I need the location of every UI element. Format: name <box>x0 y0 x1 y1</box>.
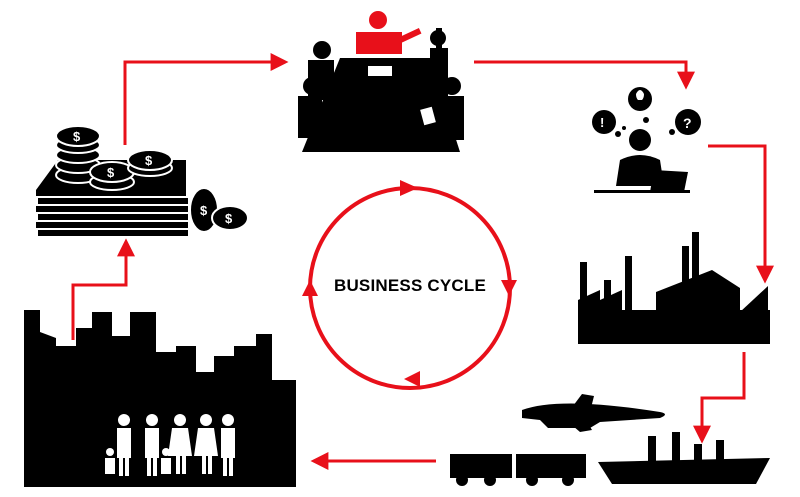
arrow-idea-to-factory <box>708 144 774 284</box>
meeting-icon <box>298 11 464 152</box>
cycle-arrowhead-right <box>501 280 517 296</box>
dollar-sign-icon: $ <box>225 211 233 226</box>
factory-icon <box>578 232 770 344</box>
money-stacks-icon: $ $ $ $ $ <box>36 125 249 236</box>
arrow-city-to-money <box>71 238 135 340</box>
svg-text:!: ! <box>600 115 604 130</box>
transport-icon <box>450 394 770 486</box>
svg-text:?: ? <box>683 115 692 131</box>
ship-icon <box>598 432 770 484</box>
cycle-arrowhead-top <box>400 180 418 196</box>
exclamation-bubble-icon <box>592 110 616 134</box>
diagram-title: BUSINESS CYCLE <box>333 276 487 295</box>
cycle-arrowhead-bottom <box>404 371 420 387</box>
dollar-sign-icon: $ <box>73 129 81 144</box>
dollar-sign-icon: $ <box>145 153 153 168</box>
flow-arrows <box>71 53 774 470</box>
question-bubble-icon <box>675 109 701 135</box>
truck-icon <box>450 454 586 486</box>
arrow-money-to-meeting <box>123 53 289 145</box>
arrow-factory-to-transport <box>693 352 746 444</box>
airplane-icon <box>522 403 665 428</box>
city-people-icon <box>24 310 296 487</box>
dollar-sign-icon: $ <box>200 203 208 218</box>
idea-thinking-icon: ! ? <box>592 87 701 193</box>
cycle-arrowhead-left <box>302 280 318 296</box>
arrow-meeting-to-idea <box>474 60 695 90</box>
dollar-sign-icon: $ <box>107 165 115 180</box>
cycle-circle <box>302 180 517 390</box>
